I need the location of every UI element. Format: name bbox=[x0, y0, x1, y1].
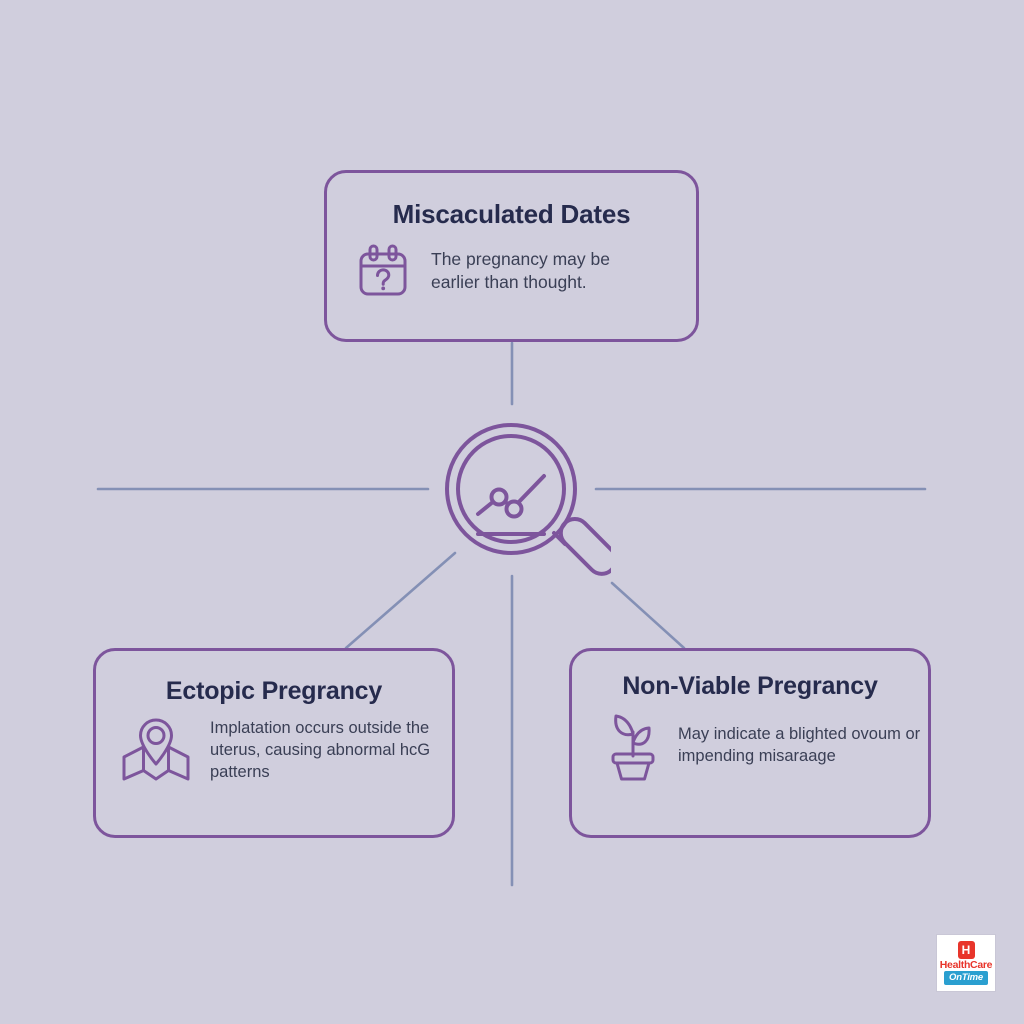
card-title: Miscaculated Dates bbox=[392, 199, 631, 229]
logo-sub-wordmark: OnTime bbox=[944, 971, 988, 986]
card-body: May indicate a blighted ovoum or impendi… bbox=[602, 710, 928, 782]
magnifying-glass-chart-icon bbox=[445, 423, 611, 576]
card-description: The pregnancy may be earlier than though… bbox=[431, 248, 610, 292]
potted-seedling-icon bbox=[611, 714, 655, 781]
card-ectopic-pregnancy[interactable]: Ectopic Pregrancy Implatation occurs out… bbox=[93, 648, 455, 838]
calendar-question-icon bbox=[359, 244, 407, 296]
card-title: Non-Viable Pregrancy bbox=[622, 672, 878, 700]
healthcare-ontime-logo: H HealthCare OnTime bbox=[936, 934, 996, 992]
magnifier-outer-ring bbox=[445, 423, 577, 555]
card-non-viable-pregnancy[interactable]: Non-Viable Pregrancy May indicate a blig… bbox=[569, 648, 931, 838]
map-pin-icon bbox=[122, 718, 190, 781]
magnifier-handle bbox=[558, 517, 611, 576]
card-description: Implatation occurs outside the uterus, c… bbox=[210, 719, 431, 781]
magnifier-chart-point-2 bbox=[504, 499, 524, 519]
card-miscalculated-dates[interactable]: Miscaculated Dates The pregnancy may be … bbox=[324, 170, 699, 342]
magnifier-inner-ring bbox=[456, 434, 566, 544]
card-description: May indicate a blighted ovoum or impendi… bbox=[678, 725, 921, 766]
logo-shield-icon: H bbox=[957, 940, 975, 959]
card-title: Ectopic Pregrancy bbox=[165, 677, 383, 705]
magnifier-chart-point-1 bbox=[489, 487, 509, 507]
logo-wordmark: HealthCare bbox=[939, 958, 993, 971]
connector-diagonal-right bbox=[610, 581, 686, 650]
logo-mark-letter: H bbox=[961, 942, 971, 957]
card-body: Implatation occurs outside the uterus, c… bbox=[120, 716, 452, 786]
card-body: The pregnancy may be earlier than though… bbox=[357, 244, 696, 298]
